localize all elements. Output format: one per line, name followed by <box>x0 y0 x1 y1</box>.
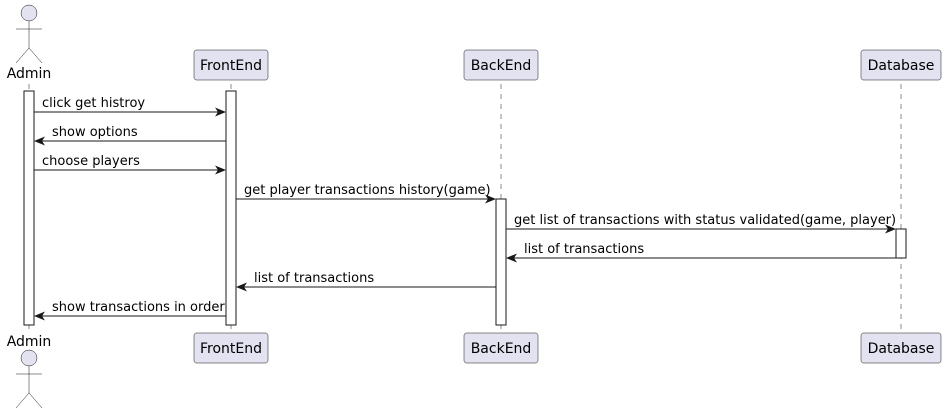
participant-database-bottom-label: Database <box>868 341 935 357</box>
participant-admin-bottom-label: Admin <box>7 334 52 350</box>
message-get-list-of-transactions: get list of transactions with status val… <box>506 213 896 234</box>
message-get-player-transactions-history: get player transactions history(game) <box>236 183 496 204</box>
message-label: get player transactions history(game) <box>244 183 491 198</box>
participant-database-top-label: Database <box>868 58 935 74</box>
activation-backend <box>495 198 507 326</box>
activation-admin <box>23 90 35 326</box>
message-list-of-transactions-db: list of transactions <box>506 242 896 263</box>
message-choose-players: choose players <box>34 154 226 175</box>
participant-backend-bottom: BackEnd <box>463 332 539 364</box>
participant-database-bottom: Database <box>860 332 942 364</box>
admin-actor-bottom-icon <box>15 349 43 409</box>
message-label: get list of transactions with status val… <box>514 213 896 228</box>
activation-database <box>895 228 907 259</box>
participant-admin-top-label: Admin <box>7 66 52 82</box>
message-label: list of transactions <box>524 242 644 257</box>
participant-frontend-top-label: FrontEnd <box>200 58 262 74</box>
message-label: choose players <box>42 154 140 169</box>
participant-backend-bottom-label: BackEnd <box>471 341 532 357</box>
message-label: list of transactions <box>254 271 374 286</box>
message-label: click get histroy <box>42 96 145 111</box>
message-label: show transactions in order <box>52 300 225 315</box>
participant-database-top: Database <box>860 49 942 81</box>
participant-frontend-bottom: FrontEnd <box>193 332 269 364</box>
participant-frontend-top: FrontEnd <box>193 49 269 81</box>
participant-backend-top: BackEnd <box>463 49 539 81</box>
message-list-of-transactions-backend: list of transactions <box>236 271 496 292</box>
message-show-transactions-in-order: show transactions in order <box>34 300 226 321</box>
message-show-options: show options <box>34 125 226 146</box>
activation-frontend <box>225 90 237 326</box>
participant-backend-top-label: BackEnd <box>471 58 532 74</box>
message-label: show options <box>52 125 138 140</box>
admin-actor-top-icon <box>15 4 43 64</box>
message-click-get-history: click get histroy <box>34 96 226 117</box>
participant-frontend-bottom-label: FrontEnd <box>200 341 262 357</box>
